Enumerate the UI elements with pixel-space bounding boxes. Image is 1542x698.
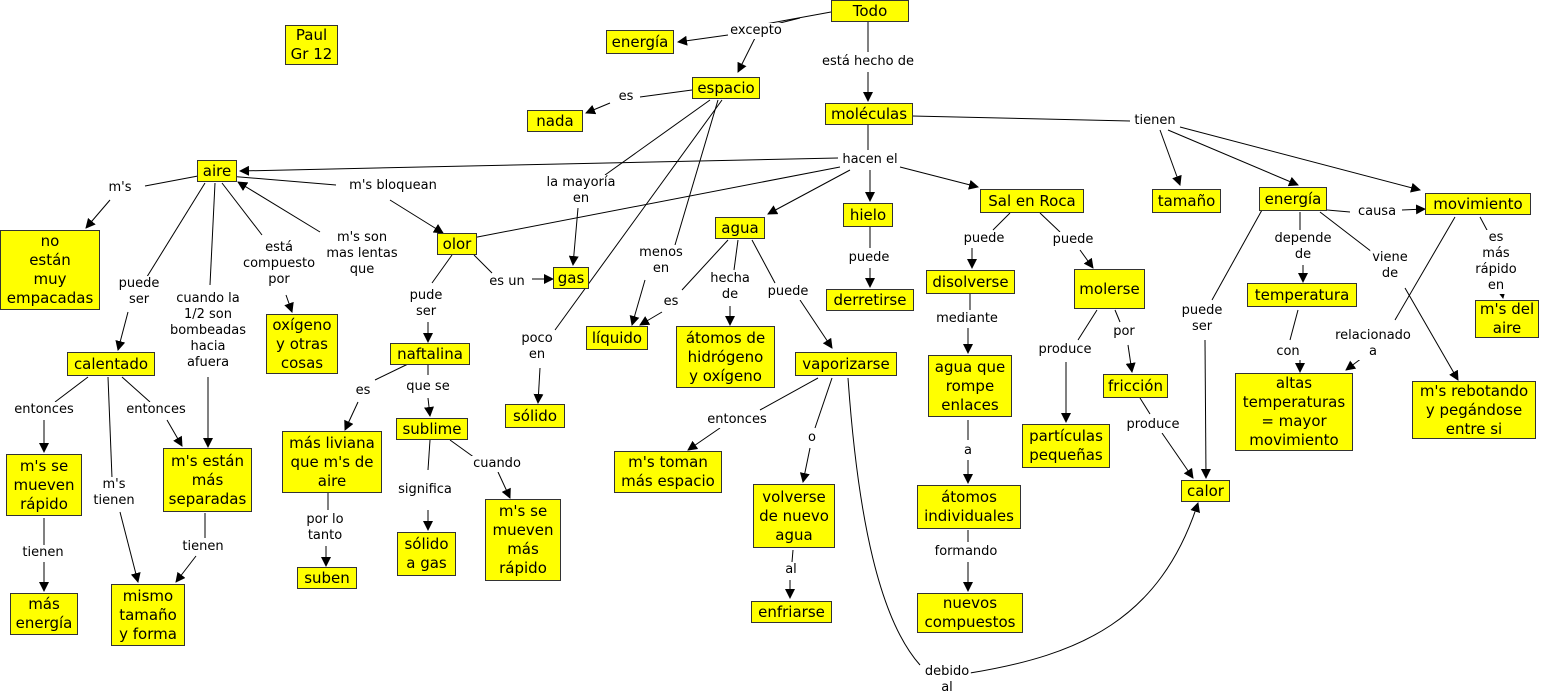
node-naftalina[interactable]: naftalina [390, 343, 470, 365]
label-esta-compuesto-por: está compuesto por [240, 240, 318, 288]
label-significa: significa [396, 482, 454, 498]
label-al: al [783, 562, 799, 578]
label-tienen-left: tienen [20, 545, 66, 561]
node-suben[interactable]: suben [297, 567, 357, 589]
label-pude-ser: pude ser [407, 288, 445, 320]
node-friccion[interactable]: fricción [1103, 374, 1168, 398]
node-ms-mueven-mas-rapido[interactable]: m's se mueven más rápido [485, 499, 561, 581]
node-ms-toman-espacio[interactable]: m's toman más espacio [614, 451, 722, 493]
node-volverse-agua[interactable]: volverse de nuevo agua [753, 484, 835, 548]
label-causa: causa [1355, 204, 1399, 220]
label-entonces-left: entonces [12, 402, 76, 418]
node-sublime[interactable]: sublime [396, 418, 468, 440]
label-es-mas-rapido-en: es más rápido en [1473, 230, 1519, 294]
node-molerse[interactable]: molerse [1074, 269, 1145, 309]
node-derretirse[interactable]: derretirse [826, 289, 914, 311]
label-relacionado-a: relacionado a [1333, 328, 1413, 360]
label-depende-de: depende de [1272, 231, 1334, 263]
label-hacen-el: hacen el [840, 152, 900, 168]
label-ms-tienen: m's tienen [91, 477, 137, 509]
label-formando: formando [932, 544, 1000, 560]
label-tienen-right: tienen [180, 539, 226, 555]
label-esta-hecho-de: está hecho de [820, 54, 916, 70]
node-sal-en-roca[interactable]: Sal en Roca [980, 189, 1084, 213]
label-es-nada: es [616, 89, 636, 105]
label-puede-vaporizarse: puede [765, 284, 811, 300]
node-altas-temperaturas[interactable]: altas temperaturas = mayor movimiento [1235, 373, 1353, 451]
label-cuando-la-mitad: cuando la 1/2 son bombeadas hacia afuera [167, 291, 249, 371]
node-author: Paul Gr 12 [285, 25, 338, 65]
label-excepto: excepto [728, 23, 784, 39]
node-nuevos-compuestos[interactable]: nuevos compuestos [917, 593, 1023, 633]
node-espacio[interactable]: espacio [692, 77, 760, 99]
node-nada[interactable]: nada [527, 110, 583, 132]
node-solido[interactable]: sólido [505, 404, 565, 428]
node-disolverse[interactable]: disolverse [926, 270, 1015, 294]
node-mismo-tamano[interactable]: mismo tamaño y forma [111, 584, 185, 646]
node-ms-rebotando[interactable]: m's rebotando y pegándose entre si [1412, 381, 1536, 439]
label-puede-molerse: puede [1050, 232, 1096, 248]
label-entonces-vaporizarse: entonces [705, 412, 769, 428]
label-poco-en: poco en [519, 331, 555, 363]
node-ms-separadas[interactable]: m's están más separadas [163, 448, 252, 512]
label-mediante: mediante [934, 311, 1000, 327]
node-gas[interactable]: gas [553, 267, 589, 289]
node-energia[interactable]: energía [1259, 187, 1327, 211]
label-por-lo-tanto: por lo tanto [304, 512, 346, 544]
label-ms-bloquean: m's bloquean [347, 178, 439, 194]
node-olor[interactable]: olor [437, 233, 477, 255]
label-debido-al: debido al [922, 664, 972, 696]
label-es-liviana: es [353, 383, 373, 399]
label-produce-particulas: produce [1036, 342, 1094, 358]
label-la-mayoria-en: la mayoría en [544, 175, 618, 207]
label-puede-disolverse: puede [961, 231, 1007, 247]
node-calentado[interactable]: calentado [67, 352, 155, 376]
label-viene-de: viene de [1370, 250, 1410, 282]
label-puede-ser-calor: puede ser [1179, 303, 1225, 335]
label-hecha-de: hecha de [708, 271, 752, 303]
node-hielo[interactable]: hielo [843, 203, 893, 227]
label-tienen-top: tienen [1132, 113, 1178, 129]
node-tamano[interactable]: tamaño [1152, 189, 1221, 213]
label-con: con [1274, 344, 1302, 360]
node-enfriarse[interactable]: enfriarse [751, 601, 832, 623]
label-puede-ser-aire: puede ser [116, 276, 162, 308]
node-moleculas[interactable]: moléculas [825, 103, 913, 125]
node-agua[interactable]: agua [715, 217, 765, 239]
node-energia-excepto[interactable]: energía [606, 30, 674, 54]
label-ms-mas-lentas: m's son mas lentas que [324, 230, 400, 278]
node-movimiento[interactable]: movimiento [1425, 193, 1531, 215]
label-por: por [1111, 324, 1137, 340]
node-todo[interactable]: Todo [831, 0, 909, 22]
label-es-un: es un [487, 274, 527, 290]
node-atomos-hidrogeno[interactable]: átomos de hidrógeno y oxígeno [676, 326, 775, 388]
node-temperatura[interactable]: temperatura [1247, 283, 1357, 307]
node-mas-liviana[interactable]: más liviana que m's de aire [282, 431, 382, 493]
label-puede-hielo: puede [846, 250, 892, 266]
label-produce-calor: produce [1124, 417, 1182, 433]
node-vaporizarse[interactable]: vaporizarse [795, 352, 897, 376]
node-liquido[interactable]: líquido [586, 326, 648, 350]
label-que-se: que se [404, 379, 452, 395]
label-o: o [806, 430, 818, 446]
node-atomos-individuales[interactable]: átomos individuales [917, 485, 1021, 529]
node-no-estan-empacadas[interactable]: no están muy empacadas [0, 230, 100, 310]
label-a: a [962, 443, 974, 459]
node-ms-del-aire[interactable]: m's del aire [1475, 300, 1539, 338]
node-ms-mueven-rapido[interactable]: m's se mueven rápido [6, 454, 82, 516]
node-oxigeno[interactable]: oxígeno y otras cosas [266, 314, 338, 374]
label-menos-en: menos en [637, 245, 685, 277]
node-solido-a-gas[interactable]: sólido a gas [397, 532, 456, 576]
node-mas-energia[interactable]: más energía [10, 593, 78, 635]
label-es-liquido: es [661, 294, 681, 310]
label-entonces-right: entonces [124, 402, 188, 418]
label-cuando-mueven: cuando [471, 456, 523, 472]
node-agua-rompe-enlaces[interactable]: agua que rompe enlaces [928, 355, 1012, 417]
node-particulas-pequenas[interactable]: partículas pequeñas [1022, 424, 1110, 468]
node-aire[interactable]: aire [197, 160, 237, 182]
node-calor[interactable]: calor [1181, 480, 1230, 502]
label-ms-aire: m's [106, 180, 134, 196]
